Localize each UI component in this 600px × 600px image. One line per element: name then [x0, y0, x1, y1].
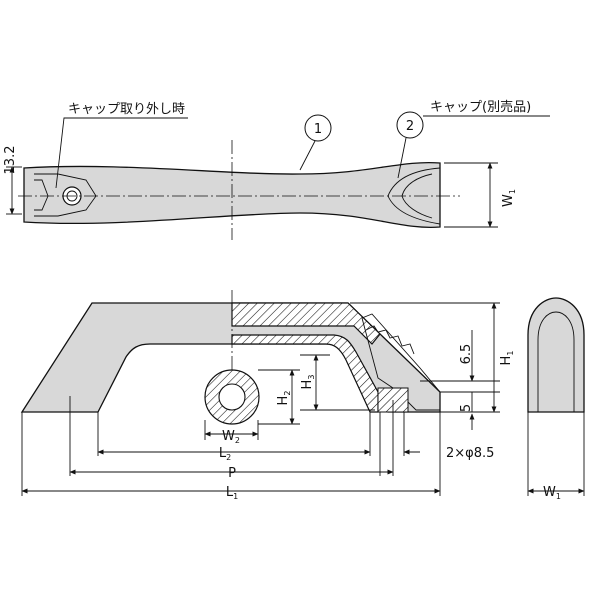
section-profile-inner	[218, 383, 246, 411]
dim-l2-label: L2	[219, 446, 231, 462]
section-cut-hatch-leg	[231, 334, 379, 413]
dim-5-label: 5	[459, 404, 474, 412]
side-view: W1	[527, 297, 585, 501]
dim-w1-top-label: W1	[501, 189, 517, 207]
callout-cap-removed-leader	[55, 117, 188, 189]
side-view-cap-body	[527, 297, 585, 413]
callout-2-circle	[396, 111, 424, 139]
cap-teeth	[365, 325, 415, 355]
dim-13-2-label: 13.2	[3, 146, 18, 175]
callout-1-circle	[304, 114, 332, 142]
callout-cap-sold-separately: キャップ(別売品)	[430, 99, 531, 115]
dim-h2-label: H2	[276, 391, 292, 406]
callout-2-leader	[397, 137, 407, 179]
callout-cap-removed: キャップ取り外し時	[68, 102, 185, 117]
callout-1-leader	[299, 140, 316, 171]
dim-h1-label: H1	[499, 351, 515, 366]
dim-p-label: P	[228, 466, 236, 481]
dim-6-5-label: 6.5	[459, 344, 474, 365]
callout-2-number: 2	[406, 119, 414, 134]
callout-1-number: 1	[314, 122, 322, 137]
cap-section	[361, 313, 441, 411]
dim-hole-label: 2×φ8.5	[446, 446, 494, 461]
dim-w1-side-label: W1	[543, 485, 561, 501]
dim-l1-label: L1	[226, 485, 238, 501]
front-view: H2 H3 6.5 5 H1 W2 L2	[20, 290, 515, 501]
side-view-cap-inner	[537, 311, 575, 412]
dim-w2-label: W2	[222, 429, 240, 445]
top-view: 13.2 W1 キャップ取り外し時 1 2 キャップ(別売品)	[3, 99, 550, 240]
dim-h3-label: H3	[300, 375, 316, 390]
